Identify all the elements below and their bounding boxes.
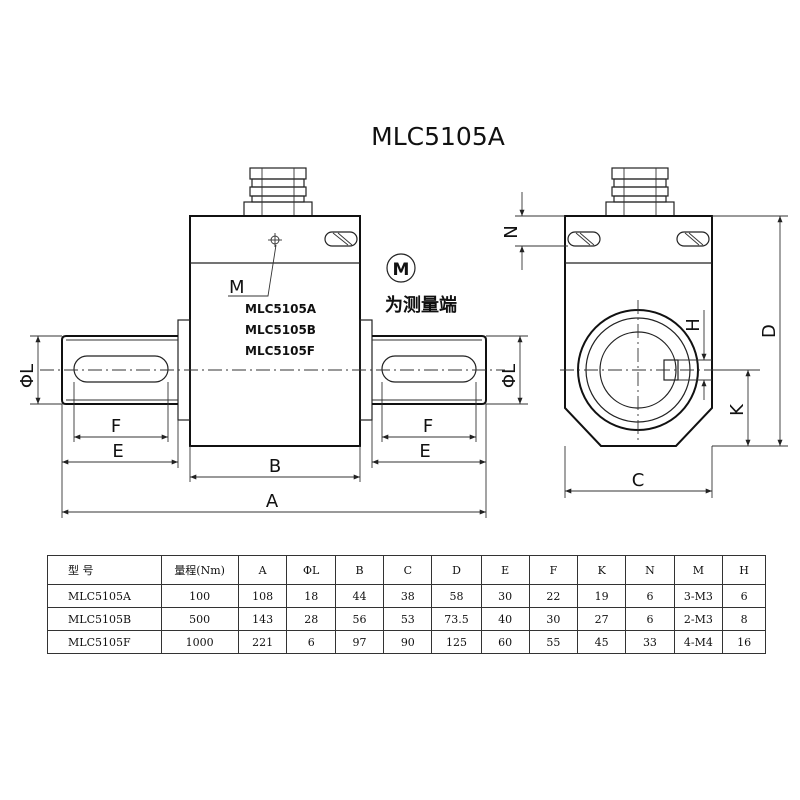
table-cell: 27: [577, 607, 627, 631]
table-cell: MLC5105B: [47, 607, 162, 631]
table-cell: 1000: [160, 630, 239, 654]
table-header-cell: M: [673, 555, 724, 585]
dim-label-F-left: F: [111, 416, 121, 437]
table-cell: 38: [383, 584, 433, 608]
table-cell: 60: [480, 630, 530, 654]
table-header-cell: N: [625, 555, 675, 585]
table-cell: 55: [528, 630, 579, 654]
table-cell: 2-M3: [673, 607, 724, 631]
dim-label-C: C: [632, 470, 645, 491]
dim-label-D: D: [759, 324, 780, 338]
table-cell: 33: [625, 630, 675, 654]
table-cell: 100: [160, 584, 239, 608]
table-cell: 16: [722, 630, 766, 654]
table-header-cell: D: [431, 555, 482, 585]
table-cell: 53: [383, 607, 433, 631]
dim-label-phiL-left: ΦL: [17, 364, 38, 388]
table-cell: 56: [334, 607, 385, 631]
side-connector: [605, 167, 675, 217]
table-cell: 18: [286, 584, 336, 608]
table-cell: 108: [237, 584, 288, 608]
table-cell: 22: [528, 584, 579, 608]
table-cell: MLC5105F: [47, 630, 162, 654]
table-cell: 3-M3: [673, 584, 724, 608]
dim-label-E-right: E: [419, 441, 430, 462]
dim-label-B: B: [269, 456, 281, 477]
table-cell: 58: [431, 584, 482, 608]
table-cell: 40: [480, 607, 530, 631]
table-cell: 6: [286, 630, 336, 654]
table-cell: 73.5: [431, 607, 482, 631]
note-symbol: M: [393, 260, 410, 280]
pointer-label: M: [229, 277, 245, 298]
table-cell: 45: [577, 630, 627, 654]
table-header-cell: C: [383, 555, 433, 585]
front-view: B M MLC5105A MLC5105B MLC5105F ΦL ΦL: [17, 167, 528, 518]
table-cell: 500: [160, 607, 239, 631]
table-header-cell: ΦL: [286, 555, 336, 585]
drawing-title: MLC5105A: [371, 122, 505, 151]
table-header-cell: K: [577, 555, 627, 585]
table-cell: 6: [625, 584, 675, 608]
dim-label-E-left: E: [112, 441, 123, 462]
table-cell: 28: [286, 607, 336, 631]
table-header-cell: E: [480, 555, 530, 585]
table-header-cell: 型 号: [47, 555, 162, 585]
table-cell: 19: [577, 584, 627, 608]
dim-label-K: K: [727, 403, 748, 416]
dim-label-N: N: [501, 225, 522, 238]
table-cell: 97: [334, 630, 385, 654]
dim-label-H: H: [683, 318, 704, 332]
table-header-cell: B: [334, 555, 385, 585]
table-cell: MLC5105A: [47, 584, 162, 608]
dim-label-F-right: F: [423, 416, 433, 437]
table-cell: 4-M4: [673, 630, 724, 654]
front-connector: [243, 167, 313, 217]
measurement-end-note: M 为测量端: [385, 253, 457, 316]
table-cell: 143: [237, 607, 288, 631]
technical-drawing: MLC5105A B M MLC5105A MLC5105B MLC5105F: [17, 122, 788, 518]
table-header-cell: H: [722, 555, 766, 585]
drawing-model-label: MLC5105B: [245, 323, 316, 337]
table-header-cell: 量程(Nm): [160, 555, 239, 585]
table-cell: 6: [625, 607, 675, 631]
table-cell: 30: [480, 584, 530, 608]
table-header-cell: A: [237, 555, 288, 585]
note-text: 为测量端: [385, 294, 457, 316]
dim-label-phiL-right: ΦL: [499, 364, 520, 388]
drawing-model-label: MLC5105A: [245, 302, 317, 316]
table-cell: 30: [528, 607, 579, 631]
table-header-cell: F: [528, 555, 579, 585]
table-cell: 44: [334, 584, 385, 608]
table-cell: 221: [237, 630, 288, 654]
table-cell: 8: [722, 607, 766, 631]
table-cell: 6: [722, 584, 766, 608]
table-cell: 125: [431, 630, 482, 654]
table-cell: 90: [383, 630, 433, 654]
drawing-model-label: MLC5105F: [245, 344, 315, 358]
dim-label-A: A: [266, 491, 279, 512]
side-view: N H K D C: [501, 167, 788, 498]
